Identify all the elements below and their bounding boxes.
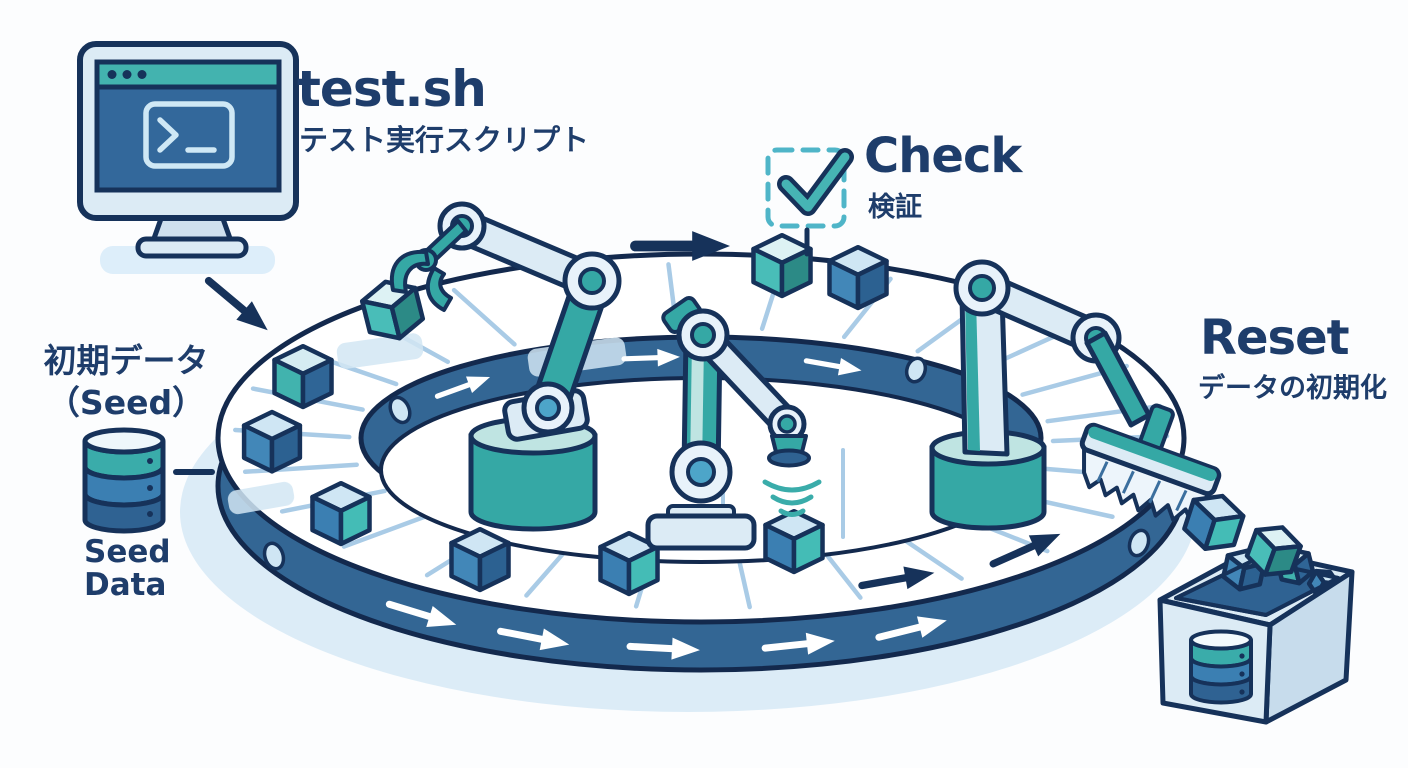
monitor-to-belt-arrow: [204, 276, 268, 331]
belt-flow-arrows-outer-wall: [385, 600, 947, 660]
flow-arrow-icon: [858, 566, 935, 590]
flow-arrow-icon: [621, 348, 680, 367]
belt-flow-arrows-on-band: [858, 533, 1061, 590]
flow-arrow-icon: [497, 627, 570, 651]
check-target: [765, 147, 854, 257]
trash-box: [1157, 547, 1355, 725]
trash-database-icon: [1189, 629, 1253, 705]
flow-arrow-icon: [761, 632, 835, 655]
gripper-claw-icon: [389, 248, 453, 312]
data-cube: [310, 480, 372, 547]
data-cube: [751, 232, 813, 299]
seed-db-caption-line2: Data: [84, 567, 167, 603]
data-cube: [1244, 525, 1303, 577]
scan-waves-icon: [762, 479, 822, 517]
seed-label-line1: 初期データ: [43, 341, 209, 380]
flow-arrow-icon: [626, 637, 700, 660]
reset-subtitle: データの初期化: [1198, 373, 1387, 404]
belt-tick: [451, 287, 517, 347]
data-cube: [763, 508, 825, 575]
seed-label-line2: （Seed）: [46, 383, 206, 422]
flow-arrow-icon: [630, 231, 730, 261]
data-cube: [827, 244, 889, 311]
window-dots-icon: [107, 70, 147, 79]
belt-flow-arrows-inner: [434, 348, 862, 399]
flow-arrow-icon: [434, 376, 491, 399]
data-cube: [1182, 493, 1246, 552]
data-cubes: [241, 232, 889, 597]
flow-arrow-icon: [875, 616, 947, 641]
belt-rivets: [262, 356, 1151, 571]
robot-arm-inspect: [645, 296, 822, 551]
test-script-title: test.sh: [297, 60, 487, 118]
belt-tick: [341, 512, 434, 549]
terminal-icon: [143, 101, 235, 169]
flow-arrow-icon: [204, 276, 268, 331]
belt-tick: [895, 533, 964, 581]
data-cube: [272, 343, 334, 410]
flow-arrow-icon: [989, 533, 1061, 568]
robot-forearm: [1084, 330, 1152, 428]
flow-arrow-icon: [803, 358, 862, 376]
check-title: Check: [864, 128, 1022, 184]
falling-cube: [1244, 525, 1303, 577]
monitor: [77, 41, 299, 274]
scanner-head-icon: [767, 434, 811, 468]
robot-arm-pick: [359, 201, 622, 532]
check-icon: [777, 148, 854, 216]
check-subtitle: 検証: [868, 192, 922, 223]
belt-tick: [242, 462, 359, 475]
seed-db-caption-line1: Seed: [84, 534, 171, 570]
flow-arrow-icon: [385, 600, 457, 628]
reset-title: Reset: [1200, 310, 1350, 366]
top-flow-arrow: [630, 231, 730, 261]
check-frame: [765, 147, 847, 229]
seed-label: 初期データ（Seed）: [28, 340, 224, 424]
robot-base: [929, 429, 1047, 531]
belt-highlight-patches: [227, 333, 627, 515]
swept-cube: [1182, 493, 1246, 552]
test-script-subtitle: テスト実行スクリプト: [299, 123, 590, 157]
data-cube: [449, 526, 511, 593]
seed-database-icon: [82, 427, 215, 534]
data-cube: [241, 409, 303, 474]
